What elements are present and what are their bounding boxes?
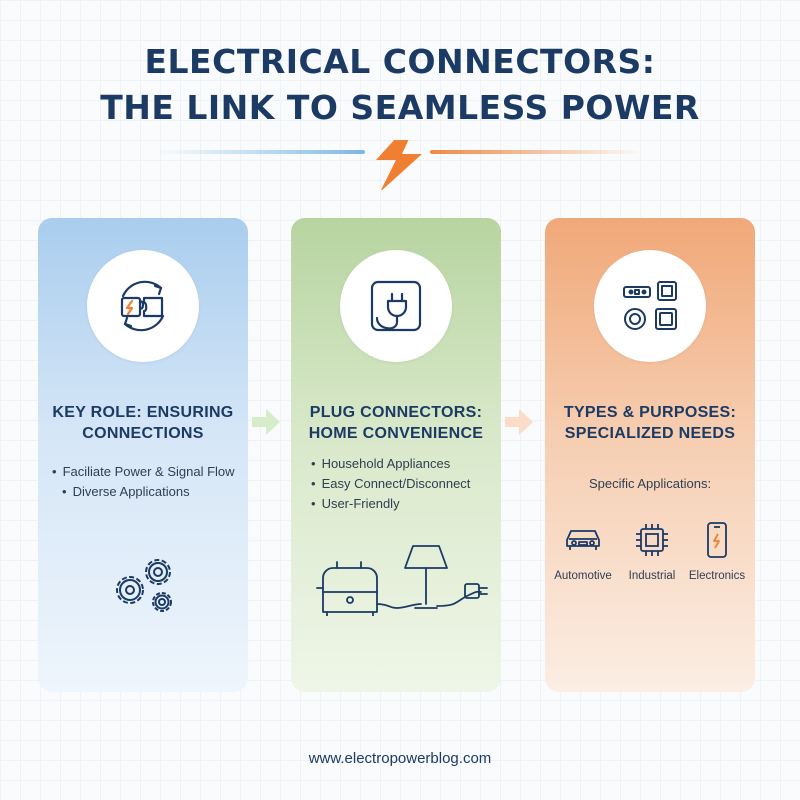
panel-heading: KEY ROLE: ENSURING CONNECTIONS: [52, 404, 234, 442]
lightning-divider: [155, 140, 645, 190]
bullet-list: Faciliate Power & Signal Flow Diverse Ap…: [52, 462, 235, 502]
icon-circle: [340, 250, 452, 362]
bullet-list: Household Appliances Easy Connect/Discon…: [311, 454, 471, 514]
application-automotive: Automotive: [548, 520, 618, 582]
list-item: User-Friendly: [311, 494, 470, 514]
title-line-1: ELECTRICAL CONNECTORS:: [144, 42, 656, 81]
car-icon: [566, 530, 600, 550]
panel-heading: TYPES & PURPOSES: SPECIALIZED NEEDS: [563, 404, 737, 442]
title-line-2: THE LINK TO SEAMLESS POWER: [100, 88, 700, 127]
lamp-icon: [404, 545, 448, 609]
panel-heading: PLUG CONNECTORS: HOME CONVENIENCE: [308, 404, 484, 442]
puzzle-bolt-icon: [120, 280, 165, 332]
gears-icon: [116, 559, 172, 612]
chip-icon: [636, 524, 668, 556]
toaster-lamp-plug-icon: [316, 545, 488, 616]
footer-url: www.electropowerblog.com: [308, 750, 492, 767]
application-industrial: Industrial: [617, 520, 687, 582]
panel-key-role: KEY ROLE: ENSURING CONNECTIONS Faciliate…: [38, 218, 248, 692]
application-label: Electronics: [688, 570, 746, 582]
lightning-bolt-icon: [376, 140, 422, 190]
application-electronics: Electronics: [682, 520, 752, 582]
application-label: Industrial: [628, 570, 676, 582]
phone-icon: [707, 522, 727, 558]
list-item: Easy Connect/Disconnect: [311, 474, 471, 494]
list-item: Household Appliances: [311, 454, 470, 474]
icon-circle: [87, 250, 199, 362]
connector-types-icon: [623, 281, 677, 330]
arrow-right-icon: [505, 409, 533, 435]
plug-icon: [464, 583, 488, 599]
wall-outlet-plug-icon: [370, 280, 422, 332]
application-label: Automotive: [554, 570, 612, 582]
list-item: Diverse Applications: [52, 482, 235, 502]
list-item: Faciliate Power & Signal Flow: [52, 462, 235, 482]
applications-subheading: Specific Applications:: [588, 476, 712, 491]
panel-types-purposes: TYPES & PURPOSES: SPECIALIZED NEEDS Spec…: [545, 218, 755, 692]
panel-plug-connectors: PLUG CONNECTORS: HOME CONVENIENCE Househ…: [291, 218, 501, 692]
arrow-right-icon: [252, 409, 280, 435]
icon-circle: [594, 250, 706, 362]
toaster-icon: [316, 561, 378, 616]
